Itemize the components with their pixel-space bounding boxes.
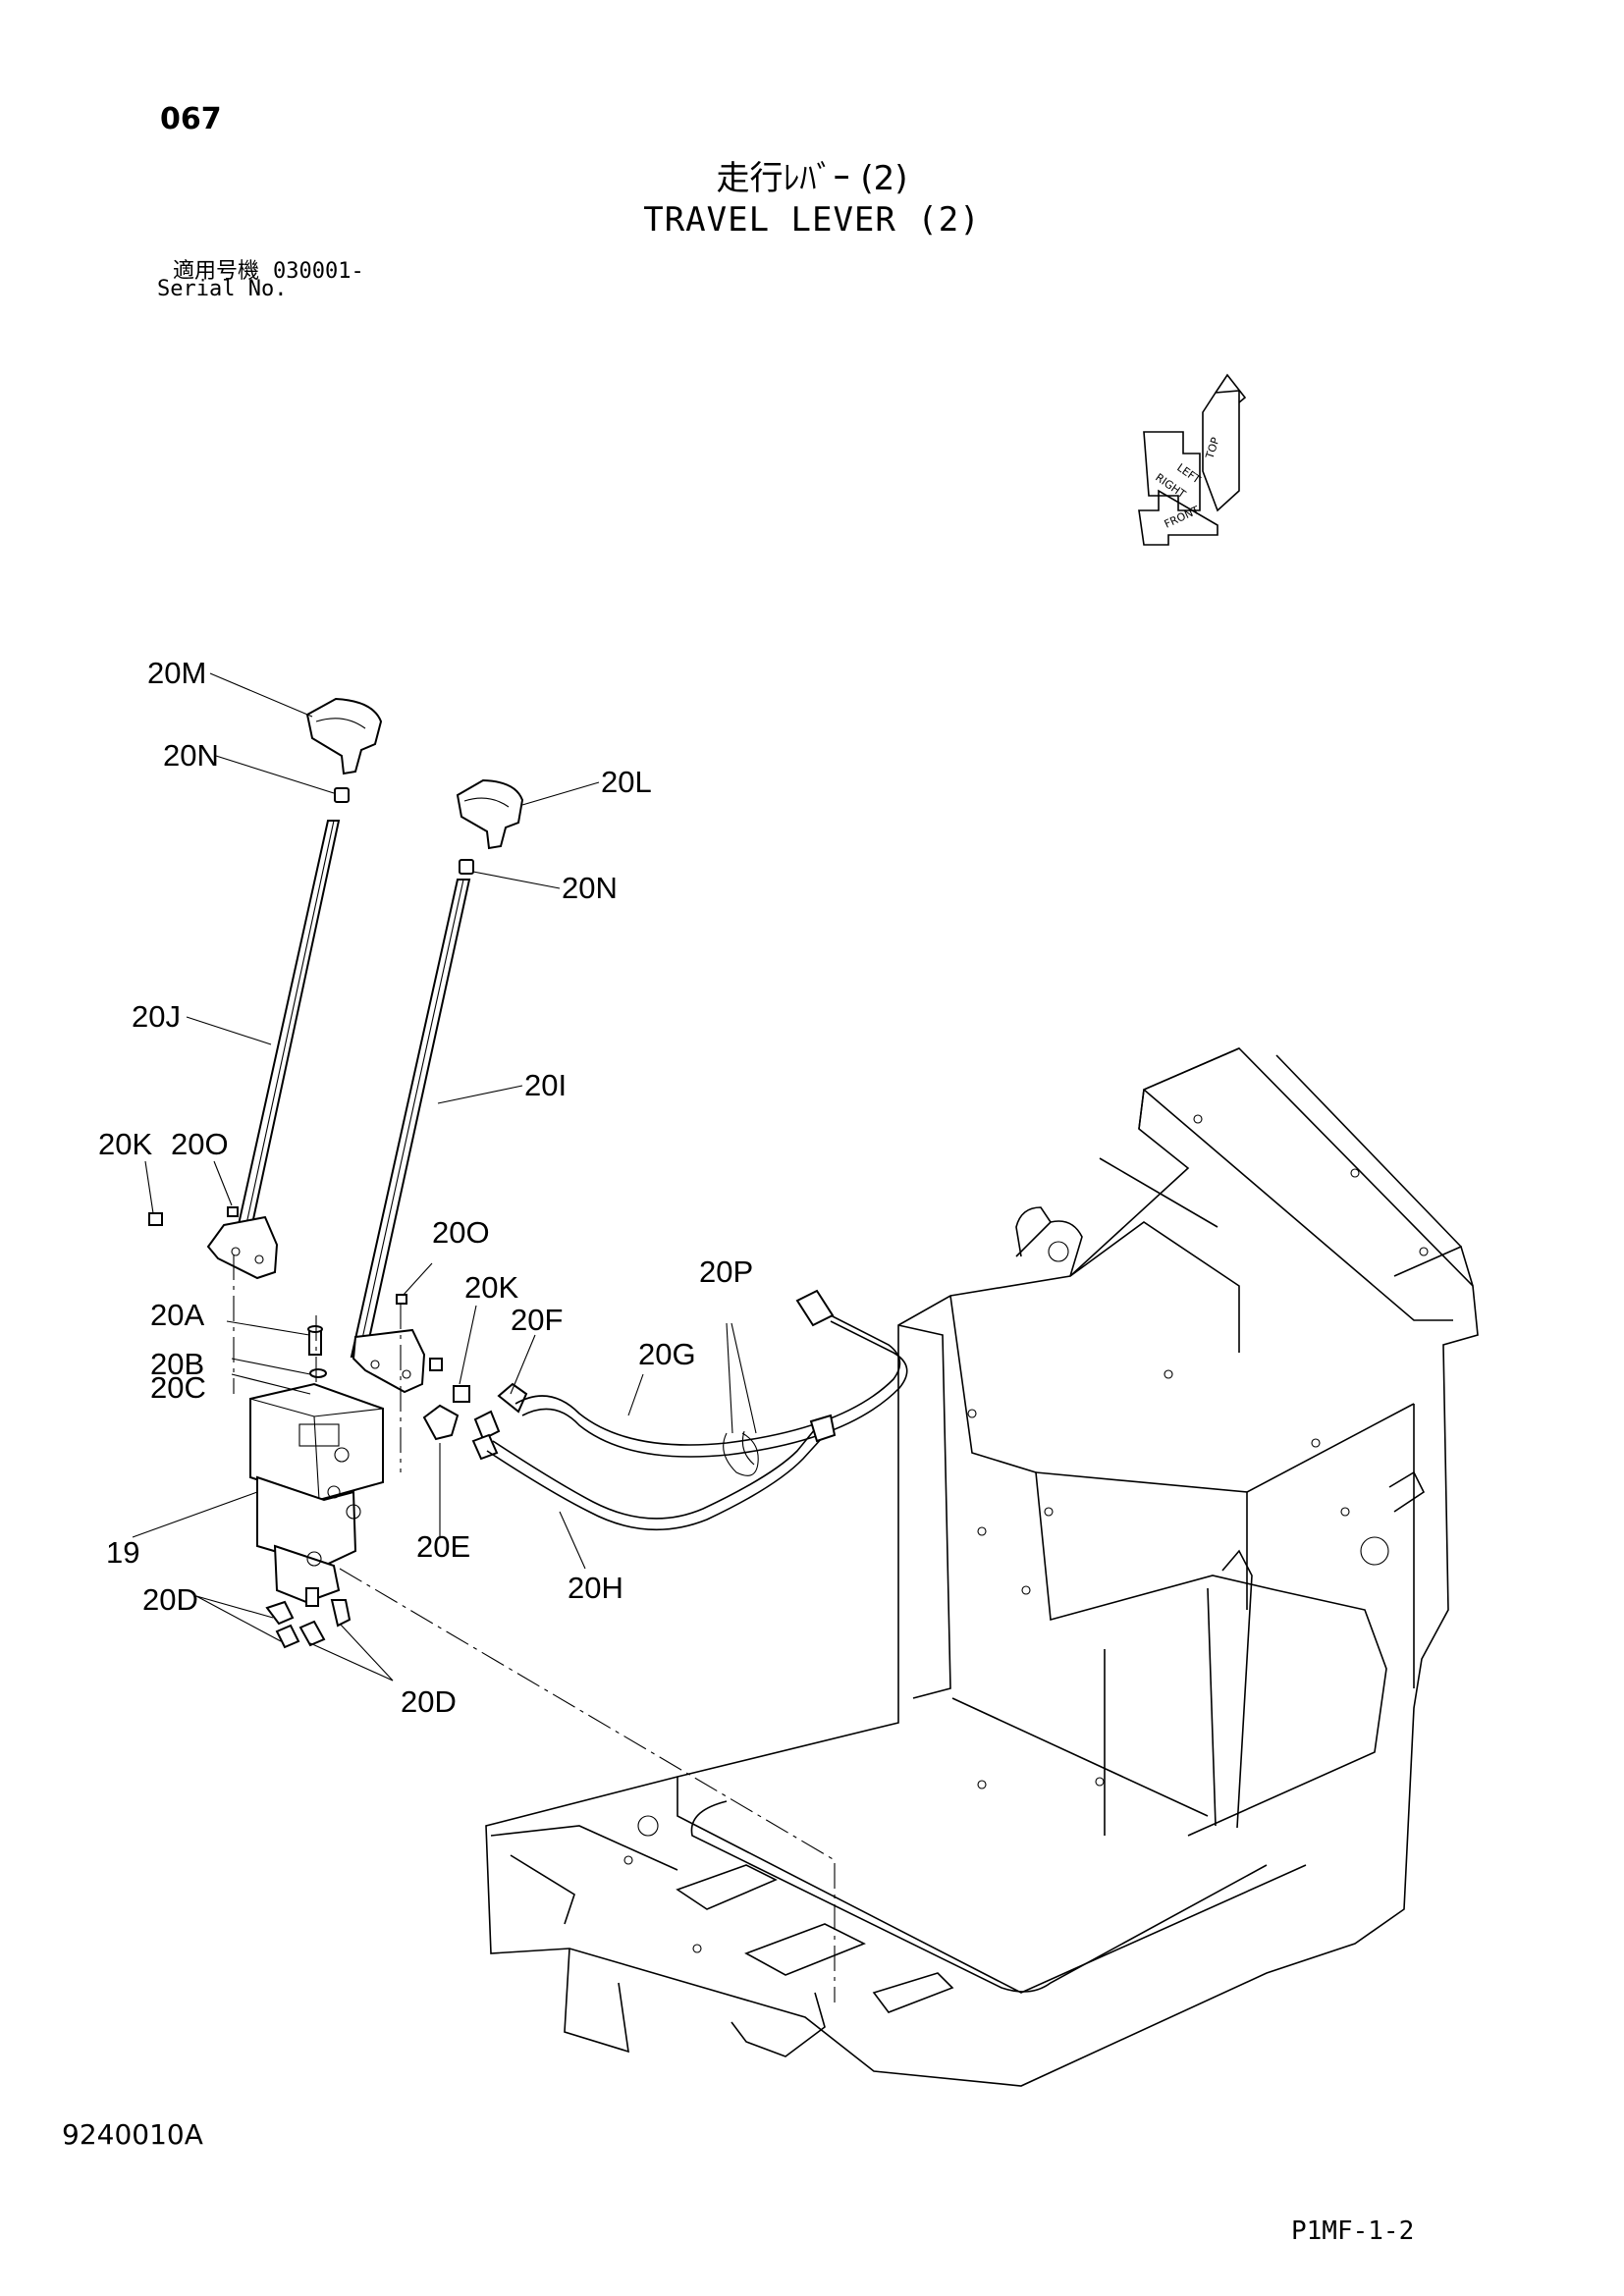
callout-20k-left: 20K (98, 1127, 152, 1161)
page-number: 067 (160, 102, 222, 136)
hoses-20g-20h (486, 1289, 908, 1531)
serial-label-japanese: 適用号機 (173, 259, 260, 284)
lever-left-assembly (206, 697, 383, 1280)
callout-20i: 20I (524, 1068, 567, 1102)
callout-20j: 20J (132, 999, 181, 1034)
serial-range: 030001- (273, 259, 364, 284)
callout-20o-left: 20O (171, 1127, 229, 1161)
callout-20h: 20H (568, 1571, 623, 1605)
orientation-label-top: TOP (1203, 436, 1222, 461)
orientation-label-left: LEFT (1174, 461, 1203, 487)
callout-20p: 20P (699, 1255, 753, 1289)
callout-20k-mid: 20K (464, 1270, 518, 1305)
callout-20g: 20G (638, 1337, 696, 1371)
title-english: TRAVEL LEVER (2) (643, 200, 981, 240)
callout-20n-top: 20N (163, 738, 219, 773)
lever-right-assembly (350, 778, 524, 1394)
cab-frame (485, 1047, 1479, 2087)
title-japanese: 走行ﾚﾊﾞｰ (2) (716, 159, 908, 198)
fittings-20d (265, 1587, 352, 1649)
orientation-indicator-icon: LEFT RIGHT TOP FRONT (1138, 373, 1247, 546)
callout-20o-mid: 20O (432, 1215, 490, 1250)
serial-label-english: Serial No. (157, 277, 288, 301)
callout-19: 19 (106, 1535, 139, 1570)
callout-labels: 20M 20N 20L 20N 20J 20I 20K 20O 20O 20K … (98, 656, 753, 1719)
orientation-label-front: FRONT (1163, 504, 1202, 531)
sheet-reference: P1MF-1-2 (1291, 2216, 1415, 2246)
callout-20d-bottom: 20D (401, 1684, 457, 1719)
callout-20f: 20F (511, 1303, 563, 1337)
callout-20l: 20L (601, 765, 652, 799)
callout-20a: 20A (150, 1298, 204, 1332)
serial-line-japanese: 適用号機 030001- (173, 253, 364, 285)
callout-20c: 20C (150, 1370, 206, 1405)
callout-20d-left: 20D (142, 1582, 198, 1617)
centerlines (233, 1255, 836, 2002)
callout-20b: 20B (150, 1347, 204, 1381)
callout-20m: 20M (147, 656, 206, 690)
pilot-valve-body (249, 1382, 384, 1604)
callout-20n-right: 20N (562, 871, 618, 905)
leader-lines (132, 672, 757, 1682)
callout-20e: 20E (416, 1529, 470, 1564)
drawing-code: 9240010A (62, 2118, 203, 2151)
